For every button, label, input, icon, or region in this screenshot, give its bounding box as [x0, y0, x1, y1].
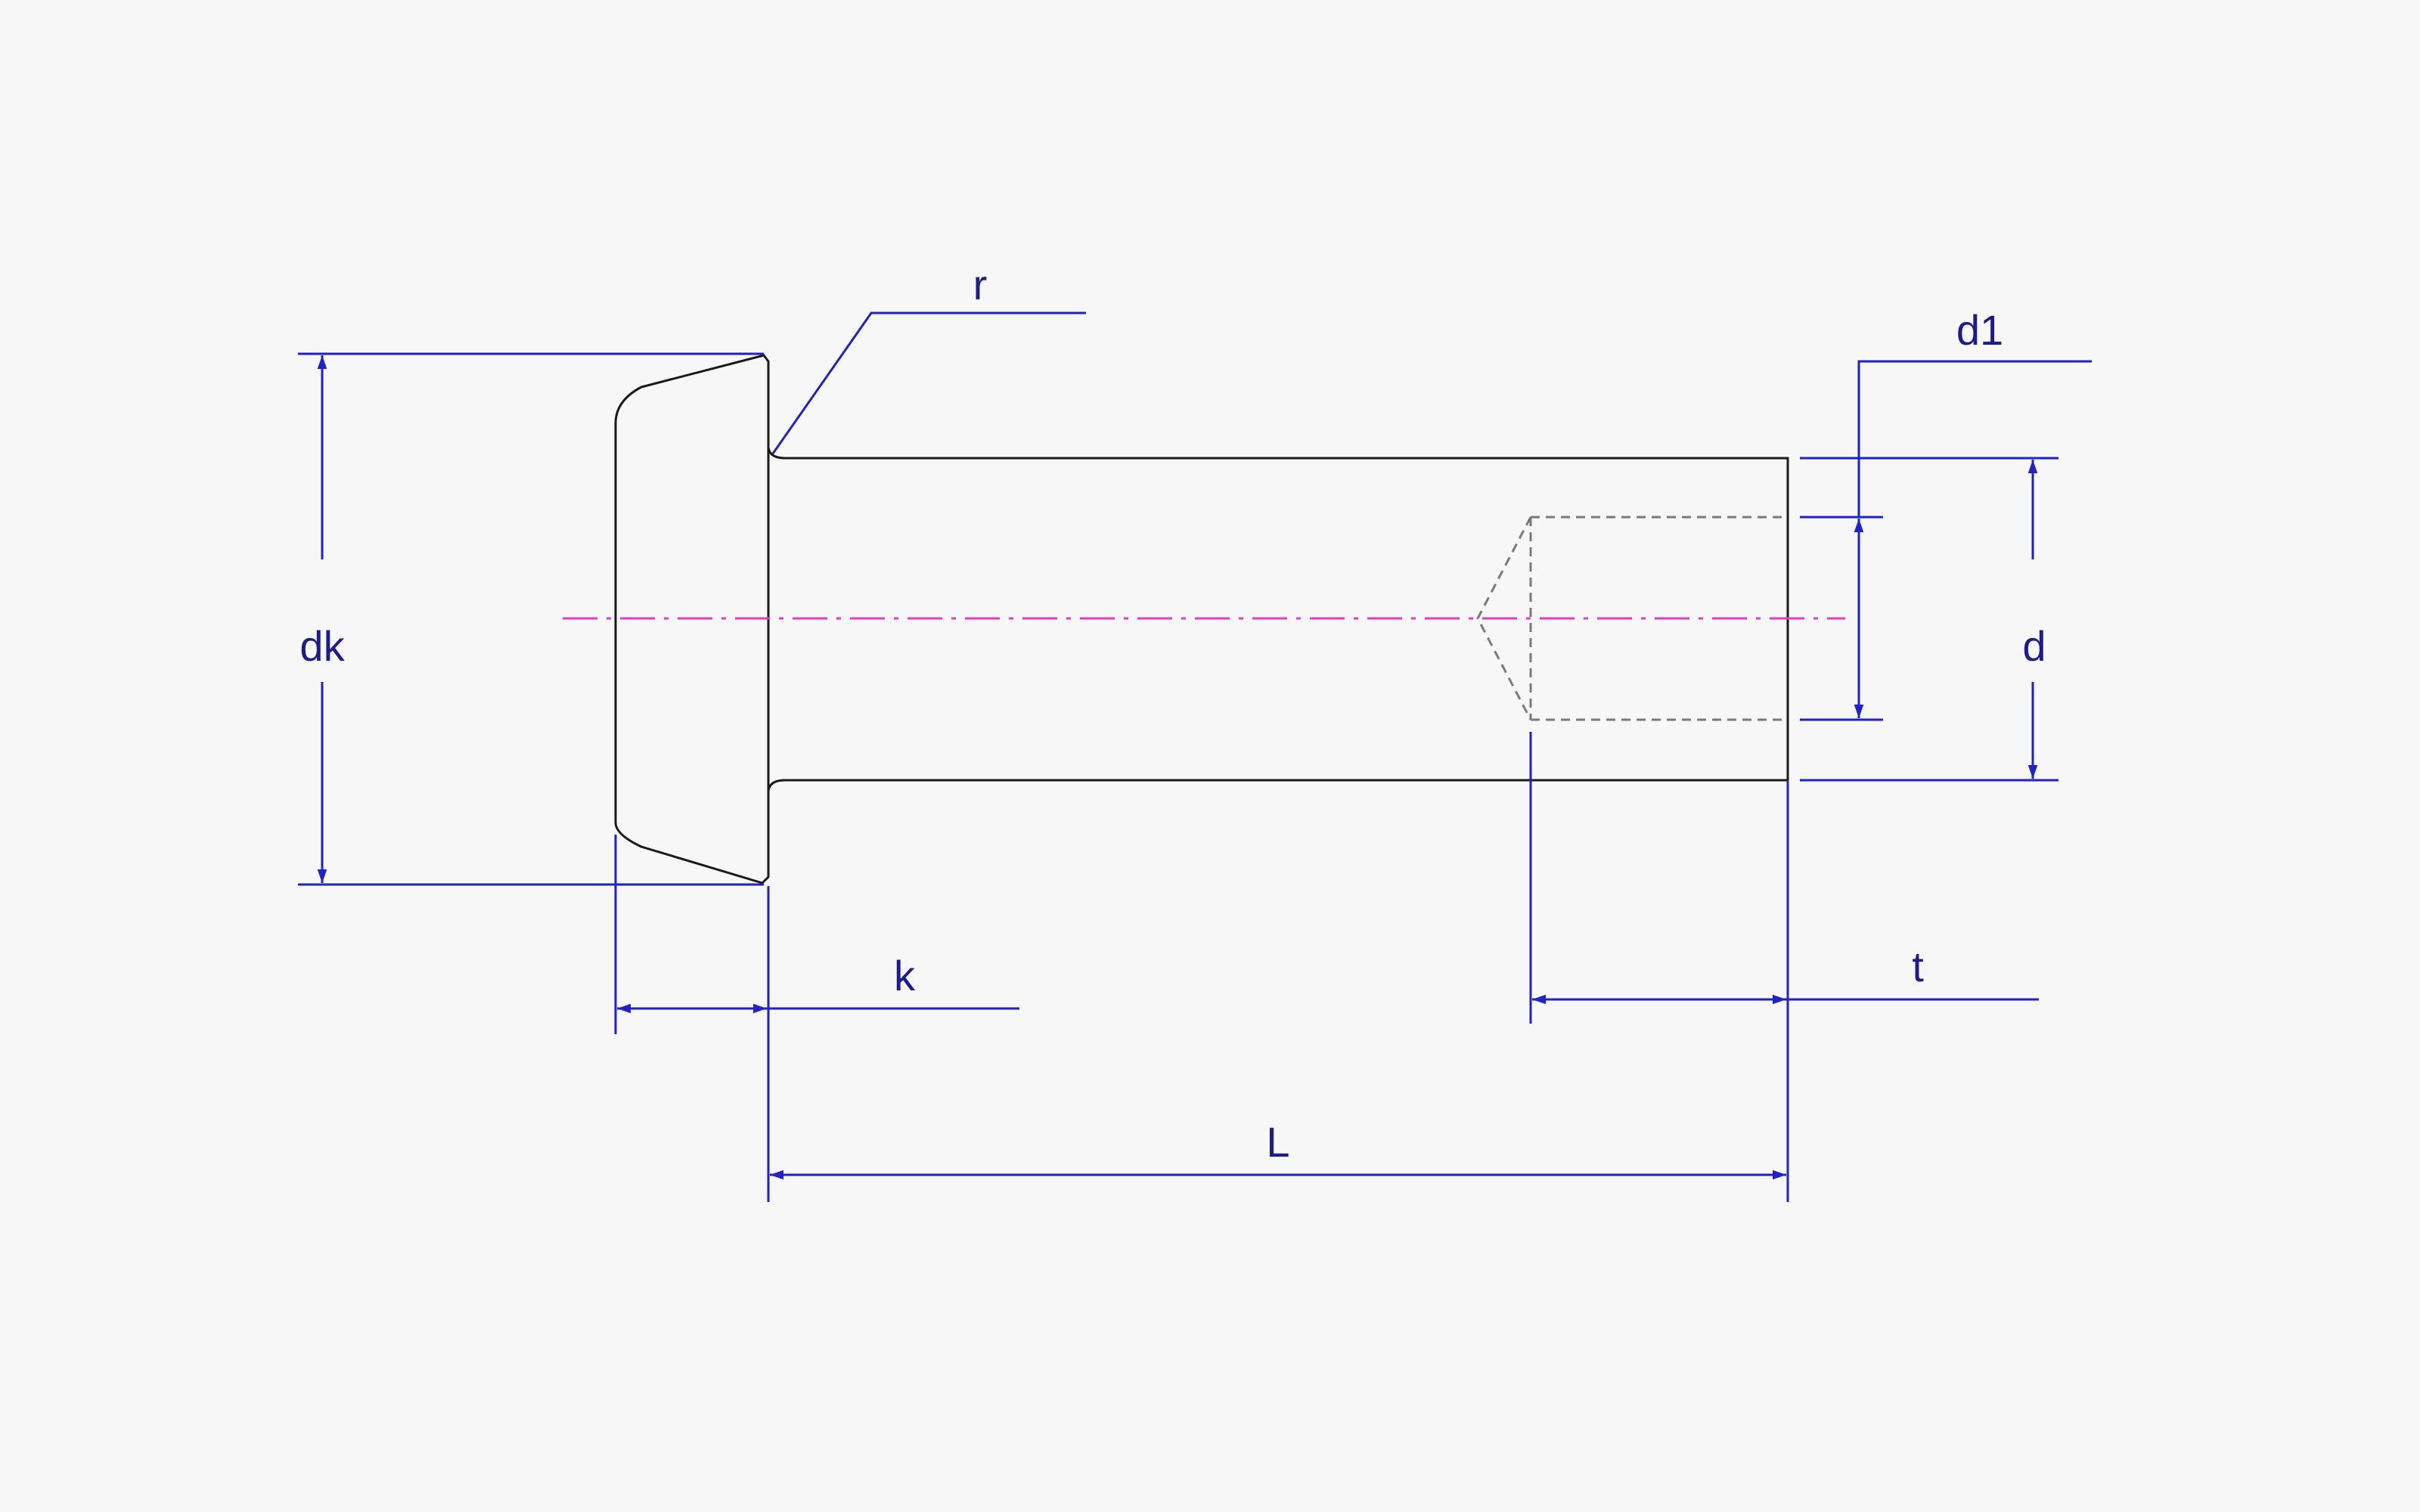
dimension-lines: [298, 311, 2092, 1202]
r-leader: [771, 311, 1086, 454]
bore-cone-tip: [1476, 516, 1532, 720]
label-L: L: [1266, 1118, 1289, 1166]
label-r: r: [973, 261, 988, 308]
label-k: k: [894, 952, 916, 999]
head-shank-fillet: [767, 446, 786, 460]
hidden-bore: [1476, 516, 1788, 721]
label-d1: d1: [1956, 306, 2003, 354]
label-dk: dk: [299, 622, 345, 670]
rivet-head-outline: [614, 354, 770, 885]
label-d: d: [2022, 622, 2046, 670]
label-t: t: [1912, 943, 1924, 990]
d1-leader: [1857, 360, 2092, 517]
head-shank-fillet-bottom: [767, 779, 786, 792]
